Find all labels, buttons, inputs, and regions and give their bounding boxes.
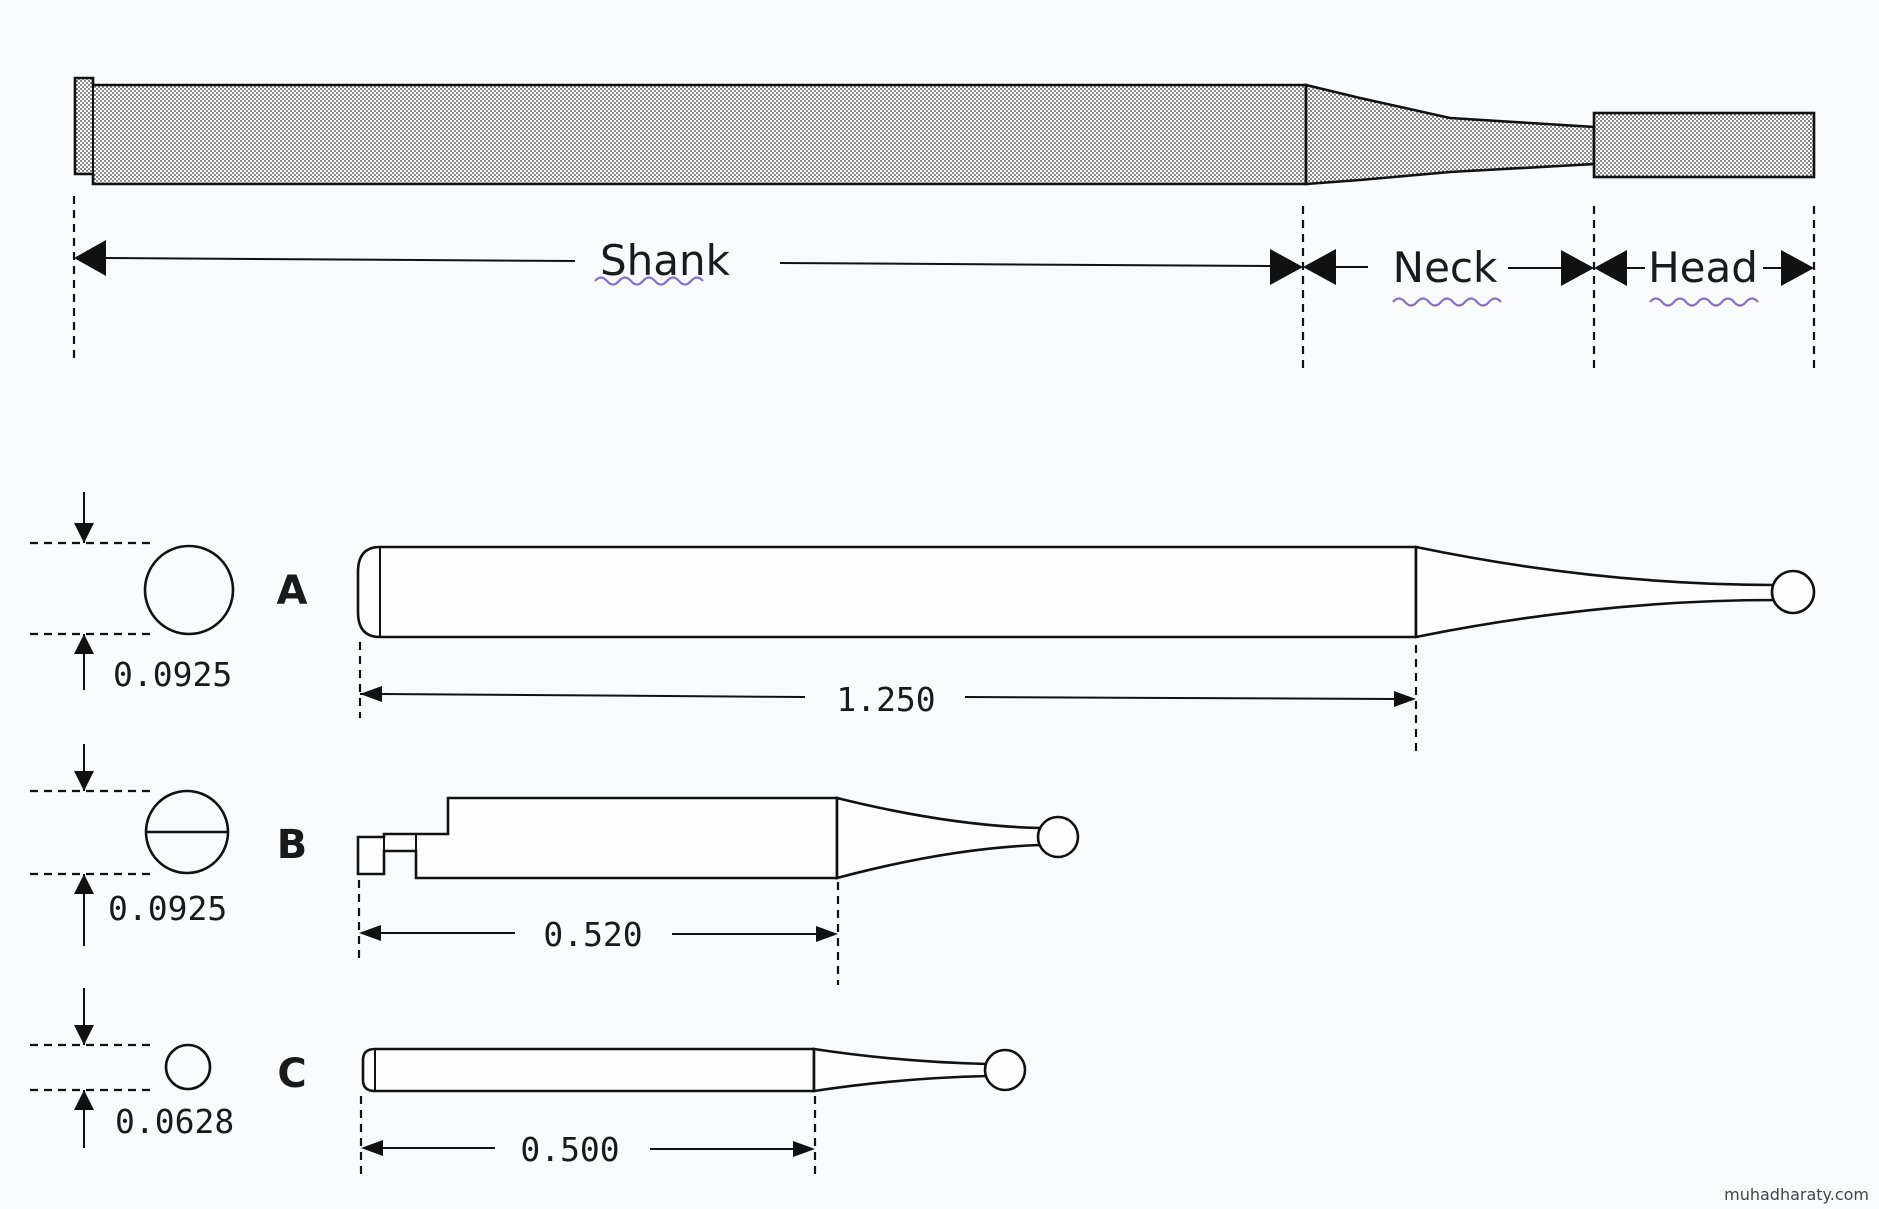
top-dimension-arrows xyxy=(74,240,1814,286)
bur-c-shank xyxy=(361,1047,816,1093)
bur-c-diameter-value: 0.0628 xyxy=(115,1102,234,1141)
bur-c-length-value: 0.500 xyxy=(520,1130,619,1169)
bur-a-neck xyxy=(1414,545,1778,639)
bur-a-diameter-indicator xyxy=(30,492,235,690)
bur-b-head xyxy=(1036,815,1080,859)
bur-parts-illustration xyxy=(73,76,1816,186)
bur-a-diameter-value: 0.0925 xyxy=(113,655,232,694)
shank-shape xyxy=(73,76,1308,186)
bur-b-letter: B xyxy=(277,822,308,868)
bur-c-cross-section xyxy=(164,1043,212,1091)
bur-a: 0.0925 A 1.250 xyxy=(30,492,1816,755)
neck-label: Neck xyxy=(1393,243,1498,292)
bur-b-diameter-value: 0.0925 xyxy=(108,889,227,928)
shank-label: Shank xyxy=(600,236,731,285)
top-extension-lines xyxy=(72,196,1816,372)
bur-b-length-value: 0.520 xyxy=(543,915,642,954)
bur-b: 0.0925 B 0.520 xyxy=(30,744,1080,985)
bur-c-neck xyxy=(812,1047,990,1093)
head-label: Head xyxy=(1648,243,1758,292)
bur-c-letter: C xyxy=(277,1051,306,1097)
bur-a-letter: A xyxy=(277,568,308,614)
watermark-text: muhadharaty.com xyxy=(1724,1185,1869,1204)
bur-a-head xyxy=(1770,569,1816,615)
bur-a-shank xyxy=(356,545,1418,639)
bur-c-diameter-indicator xyxy=(30,988,212,1148)
bur-c-head xyxy=(983,1048,1027,1092)
head-shape xyxy=(1592,111,1816,179)
bur-b-diameter-indicator xyxy=(30,744,230,946)
bur-a-cross-section xyxy=(143,544,235,636)
neck-shape xyxy=(1304,83,1596,186)
bur-c: 0.0628 C 0.500 xyxy=(30,988,1027,1180)
bur-a-length-value: 1.250 xyxy=(836,680,935,719)
bur-b-shank xyxy=(356,796,839,880)
annotation-squiggles xyxy=(594,276,1759,307)
bur-b-neck xyxy=(835,796,1042,880)
